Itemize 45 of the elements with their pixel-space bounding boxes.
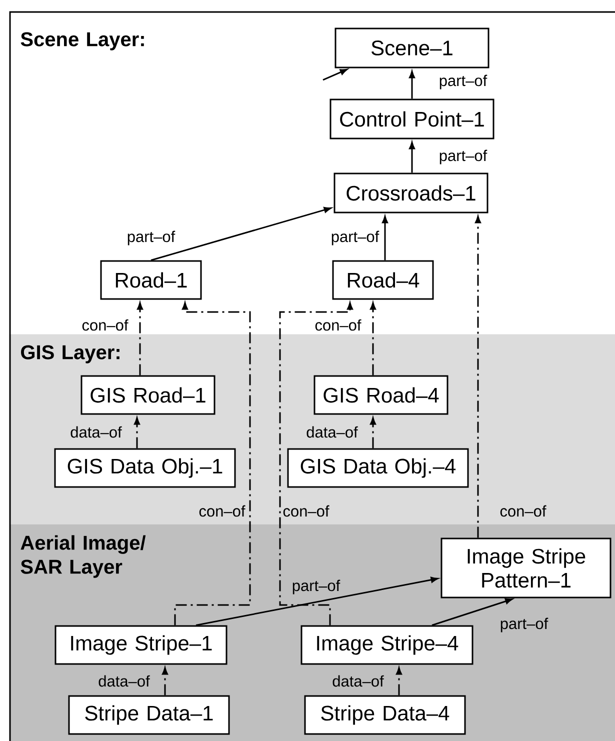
- arrow: [409, 142, 415, 173]
- arrow: [322, 68, 348, 81]
- concept-box: Scene–1: [334, 28, 490, 68]
- concept-box: Crossroads–1: [334, 172, 488, 214]
- concept-box: Road–4: [332, 260, 434, 300]
- edge-label: part–of: [128, 230, 176, 246]
- edge-label: data–of: [98, 675, 150, 687]
- arrow: [475, 216, 481, 538]
- edge-label: con–of: [500, 505, 546, 517]
- concept-box: Road–1: [100, 260, 202, 300]
- edge-label: part–of: [500, 618, 548, 632]
- arrow: [162, 667, 168, 696]
- edge-label: con–of: [82, 319, 128, 331]
- arrow: [150, 206, 332, 261]
- concept-box: GIS Road–1: [80, 375, 216, 415]
- arrow: [370, 417, 376, 448]
- concept-box: Stripe Data–1: [68, 695, 230, 735]
- edge-label: data–of: [70, 426, 122, 438]
- arrow: [370, 302, 376, 376]
- edge-label: con–of: [315, 319, 362, 331]
- arrow: [137, 302, 143, 376]
- edge-label: con–of: [199, 505, 246, 517]
- concept-box: GIS Data Obj.–4: [287, 448, 469, 488]
- concept-box: Image Stripe–4: [300, 625, 474, 665]
- arrow: [279, 302, 353, 626]
- edge-label: part–of: [440, 150, 488, 164]
- edge-label: part–of: [440, 74, 488, 90]
- arrow: [196, 576, 438, 626]
- concept-box: Image Stripe Pattern–1: [440, 538, 612, 598]
- edge-label: part–of: [332, 230, 380, 246]
- arrow: [396, 667, 402, 696]
- edge-label: data–of: [306, 426, 358, 438]
- edge-label: part–of: [292, 580, 340, 594]
- arrow: [382, 216, 388, 260]
- edge-label: con–of: [283, 505, 330, 517]
- arrow: [174, 302, 251, 626]
- arrow: [432, 598, 513, 626]
- arrow: [134, 417, 140, 448]
- concept-box: Control Point–1: [330, 98, 494, 140]
- arrow: [409, 70, 415, 99]
- concept-box: Stripe Data–4: [304, 695, 466, 735]
- edge-label: data–of: [332, 675, 384, 687]
- concept-box: Image Stripe–1: [54, 625, 228, 665]
- concept-box: GIS Data Obj.–1: [54, 448, 236, 488]
- concept-box: GIS Road–4: [314, 375, 448, 415]
